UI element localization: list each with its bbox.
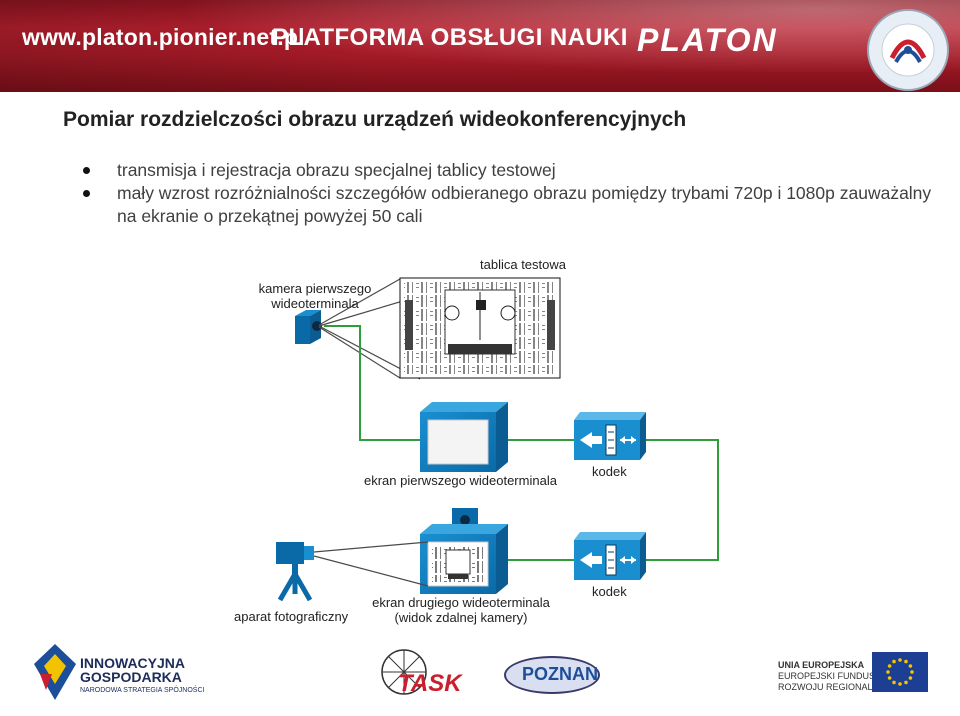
photo-camera-view-lines [313,541,429,587]
network-link [324,325,719,561]
logo4-line2: EUROPEJSKI FUNDUSZ [778,671,881,681]
poznan-logo: POZNAN [522,664,598,684]
logo1-line1: INNOWACYJNA [80,655,186,671]
platon-logo: PLATON [637,22,778,58]
bullet-list: transmisja i rejestracja obrazu specjaln… [80,159,947,228]
innovative-economy-logo-mark [34,644,76,700]
codec-2-icon [574,532,646,580]
task-logo-mark [381,649,427,695]
platform-title: PLATFORMA OBSŁUGI NAUKI [272,24,628,51]
pioneer-logo [867,9,949,91]
footer-logos: INNOWACYJNA GOSPODARKA NARODOWA STRATEGI… [0,640,960,716]
second-screen-label-line-2: (widok zdalnej kamery) [394,610,528,625]
slide-title: Pomiar rozdzielczości obrazu urządzeń wi… [63,108,687,131]
codec-1-label: kodek [592,464,627,479]
first-screen-label: ekran pierwszego wideoterminala [364,473,557,488]
poznan-logo-badge [504,656,600,694]
logo1-line2: GOSPODARKA [80,669,182,685]
camera-label-line-1: kamera pierwszego [258,281,372,296]
site-url[interactable]: www.platon.pionier.net.pl [22,24,305,50]
logo4-line3: ROZWOJU REGIONALNEGO [778,682,900,692]
bullet-item: transmisja i rejestracja obrazu specjaln… [80,159,947,182]
codec-2-label: kodek [592,584,627,599]
camera-label: kamera pierwszego wideoterminala [250,281,380,311]
logo1-line3: NARODOWA STRATEGIA SPÓJNOŚCI [80,687,205,694]
camera-label-line-2: wideoterminala [271,296,359,311]
bullet-item: mały wzrost rozróżnialności szczegółów o… [80,182,947,228]
second-screen-label-line-1: ekran drugiego wideoterminala [372,595,550,610]
videoterminal-camera-icon [295,310,322,344]
eu-fund-logo: UNIA EUROPEJSKA EUROPEJSKI FUNDUSZ ROZWO… [778,660,899,693]
eu-flag-icon [872,652,928,692]
photo-camera-label: aparat fotograficzny [234,609,349,624]
codec-1-icon [574,412,646,460]
first-screen-icon [420,402,508,472]
logo4-line1: UNIA EUROPEJSKA [778,660,865,670]
task-logo: TASK [398,670,462,697]
test-chart-label: tablica testowa [480,257,566,272]
second-screen-label: ekran drugiego wideoterminala (widok zda… [366,595,556,625]
header-banner: www.platon.pionier.net.pl PLATFORMA OBSŁ… [0,0,960,92]
photo-camera-icon [276,542,314,602]
second-screen-icon [420,508,508,594]
test-chart-image [399,277,561,379]
innovative-economy-logo: INNOWACYJNA GOSPODARKA NARODOWA STRATEGI… [80,656,204,698]
